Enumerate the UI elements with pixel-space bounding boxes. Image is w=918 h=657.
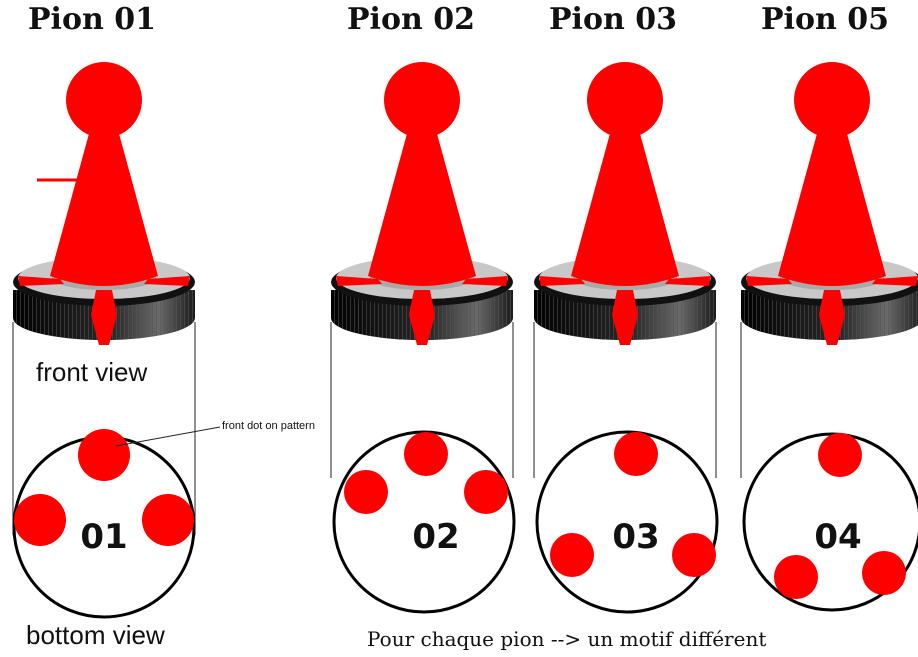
caption: Pour chaque pion --> un motif différent [367, 627, 766, 651]
dot-top [818, 433, 862, 477]
dot-top [404, 432, 448, 476]
dot-upper-right [464, 470, 508, 514]
pattern-number: 03 [612, 517, 659, 557]
pattern-04: 04 [744, 433, 918, 610]
pattern-number: 01 [80, 517, 127, 557]
dot-top [78, 429, 130, 481]
front-view-label: front view [36, 357, 147, 388]
front-dot-note: front dot on pattern [222, 420, 315, 432]
pattern-01: 01 [14, 429, 194, 617]
dot-lower-right [672, 533, 716, 577]
pawn-1 [13, 62, 195, 345]
pawn-2 [331, 62, 513, 345]
pattern-03: 03 [537, 432, 717, 612]
pattern-02: 02 [334, 432, 514, 612]
pawn-3 [534, 62, 716, 345]
dot-lower-left [550, 533, 594, 577]
dot-upper-left [344, 470, 388, 514]
note-leader-line [116, 427, 220, 446]
pawn-4 [741, 62, 918, 345]
pattern-number: 02 [412, 517, 459, 557]
dot-right [142, 494, 194, 546]
dot-left [14, 494, 66, 546]
dot-lower-right [862, 551, 906, 595]
pattern-number: 04 [814, 517, 861, 557]
bottom-view-label: bottom view [26, 620, 165, 651]
dot-top [614, 432, 658, 476]
dot-lower-left [774, 555, 818, 599]
